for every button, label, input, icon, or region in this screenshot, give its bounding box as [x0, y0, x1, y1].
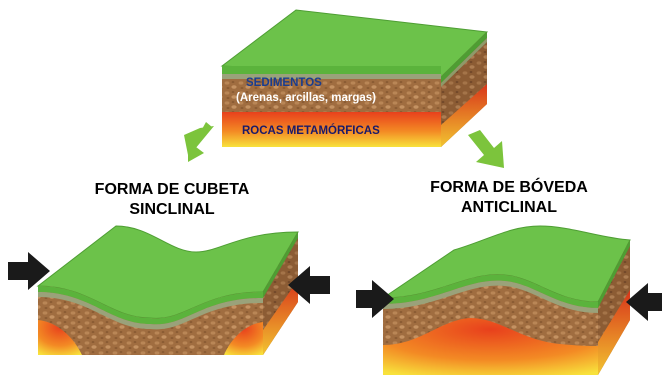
- front-sediment-layer: [222, 79, 441, 112]
- anticline-block: [381, 225, 631, 375]
- syncline-push-arrow-right-icon: [288, 266, 330, 304]
- metamorphic-rocks-label: ROCAS METAMÓRFICAS: [242, 124, 380, 137]
- sediments-detail-label: (Arenas, arcillas, margas): [236, 92, 376, 104]
- anticline-rock-core: [383, 318, 598, 375]
- syncline-title-line1: FORMA DE CUBETA: [95, 181, 250, 198]
- front-grass-layer: [222, 66, 441, 74]
- front-rock-layer: [222, 112, 441, 147]
- anticline-title-line2: ANTICLINAL: [461, 199, 557, 216]
- arrow-right-green-icon: [468, 130, 504, 168]
- sediments-label: SEDIMENTOS: [246, 77, 322, 89]
- front-gray-layer: [222, 74, 441, 79]
- anticline-push-arrow-left-icon: [356, 280, 394, 318]
- anticline-front-grass: [383, 274, 598, 308]
- anticline-title-line1: FORMA DE BÓVEDA: [430, 177, 588, 196]
- flat-strata-block: SEDIMENTOS (Arenas, arcillas, margas) RO…: [220, 9, 489, 147]
- syncline-push-arrow-left-icon: [8, 252, 50, 290]
- arrow-left-green-icon: [184, 122, 214, 162]
- syncline-front-grass: [38, 286, 263, 325]
- anticline-push-arrow-right-icon: [626, 283, 662, 321]
- syncline-block: [36, 225, 299, 355]
- syncline-title-line2: SINCLINAL: [129, 201, 215, 218]
